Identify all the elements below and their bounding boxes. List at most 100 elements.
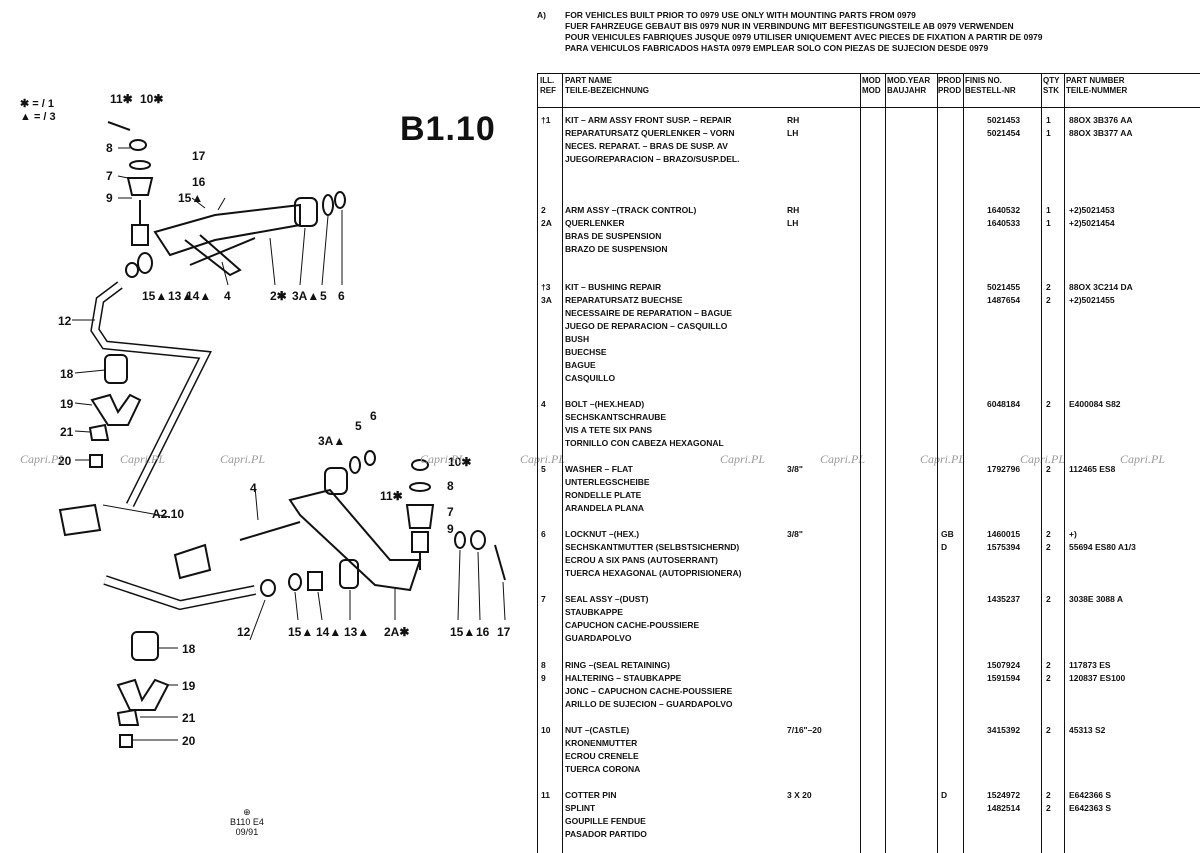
upper-bolt [189, 237, 256, 266]
cell-line: 45313 S2 [1069, 725, 1106, 735]
cell-line: D [941, 542, 948, 552]
cell-finis: 1435237 [987, 593, 1020, 606]
col-divider [937, 73, 938, 853]
cell-line: GOUPILLE FENDUE [565, 816, 646, 826]
callout-label: 19 [182, 679, 196, 693]
upper-clamp-19 [90, 393, 142, 426]
lower-washer-5 [349, 456, 361, 474]
watermark: Capri.PL [720, 452, 766, 466]
header-ill-ref: ILL.REF [540, 76, 556, 95]
watermark: Capri.PL [1020, 452, 1066, 466]
callout-label: 4 [250, 481, 257, 495]
upper-castle-nut [129, 139, 147, 151]
cell-line: JUEGO/REPARACION – BRAZO/SUSP.DEL. [565, 154, 740, 164]
callout-label: 21 [60, 425, 74, 439]
callout-label: 5 [320, 289, 327, 303]
callout-label: 15▲ [178, 191, 203, 205]
callout-label: 2✱ [270, 289, 287, 303]
cell-line: ECROU CRENELE [565, 751, 639, 761]
cell-line: 1640533 [987, 218, 1021, 228]
lower-locknut-6 [364, 450, 376, 466]
cell-line: 3A [541, 295, 552, 305]
callout-label: 11✱ [380, 489, 403, 503]
cell-line: 5021454 [987, 128, 1021, 138]
cell-line: VIS A TETE SIX PANS [565, 425, 653, 435]
upper-insulator-18 [104, 354, 128, 384]
cell-line: COTTER PIN [565, 790, 617, 800]
cell-qty: 2 [1046, 463, 1051, 476]
cell-line: TORNILLO CON CABEZA HEXAGONAL [565, 438, 724, 448]
watermark: Capri.PL [1120, 452, 1166, 466]
lower-bush-16 [470, 530, 486, 550]
lower-nut-12 [260, 579, 276, 597]
upper-ball-joint-stud [131, 200, 149, 246]
cell-line: 117873 ES [1069, 660, 1111, 670]
cell-line: REPARATURSATZ BUECHSE [565, 295, 683, 305]
cell-line: BUSH [565, 334, 590, 344]
cell-ref: 11 [541, 789, 550, 802]
header-finis-no: FINIS NO.BESTELL-NR [965, 76, 1016, 95]
cell-pn: 45313 S2 [1069, 724, 1105, 737]
cell-line: SECHSKANTSCHRAUBE [565, 412, 667, 422]
cell-line: 3 X 20 [787, 790, 812, 800]
cell-line: 2 [1046, 594, 1051, 604]
upper-washer [322, 194, 334, 216]
stabilizer-bar-lower-inner [103, 576, 256, 609]
upper-sub-washer-15 [125, 262, 139, 278]
callout-label: 12 [237, 625, 251, 639]
cell-line: 2 [1046, 673, 1051, 683]
callout-label: 18 [60, 367, 74, 381]
upper-sub-bush-13 [137, 252, 153, 274]
cell-line: 2 [1046, 790, 1051, 800]
lower-seal-7 [405, 504, 435, 529]
lower-stud-9 [411, 531, 429, 570]
callout-label: 3A▲ [292, 289, 319, 303]
cell-line: 4 [541, 399, 546, 409]
cell-ref: †1 [541, 114, 550, 127]
cell-line: 10 [541, 725, 551, 735]
cell-line: 2 [1046, 542, 1051, 552]
lower-clip-21 [116, 708, 140, 726]
cell-line: 1482514 [987, 803, 1021, 813]
lower-clamp-19 [116, 678, 170, 711]
col-divider [562, 73, 563, 853]
cell-line: 2A [541, 218, 552, 228]
cell-line: RH [787, 205, 800, 215]
lower-castle-nut-10 [411, 459, 429, 471]
callout-label: 10✱ [448, 455, 471, 469]
cell-line: 11 [541, 790, 550, 800]
callout-label: 4 [224, 289, 231, 303]
cell-line: SECHSKANTMUTTER (SELBSTSICHERND) [565, 542, 740, 552]
cell-line: BRAS DE SUSPENSION [565, 231, 662, 241]
cell-line: 2 [1046, 295, 1051, 305]
cell-line: 1507924 [987, 660, 1021, 670]
callout-label: 13▲ [344, 625, 369, 639]
cell-line: WASHER – FLAT [565, 464, 633, 474]
cell-line: TUERCA CORONA [565, 764, 641, 774]
callout-label: 15▲ [288, 625, 313, 639]
watermark: Capri.PL [120, 452, 166, 466]
cell-spec: 3/8" [787, 463, 803, 476]
cell-line: CASQUILLO [565, 373, 616, 383]
cell-line: 2 [1046, 660, 1051, 670]
callout-label: 8 [447, 479, 454, 493]
callout-label: 8 [106, 141, 113, 155]
lower-spacer-14 [307, 571, 323, 591]
callout-label: 6 [338, 289, 345, 303]
